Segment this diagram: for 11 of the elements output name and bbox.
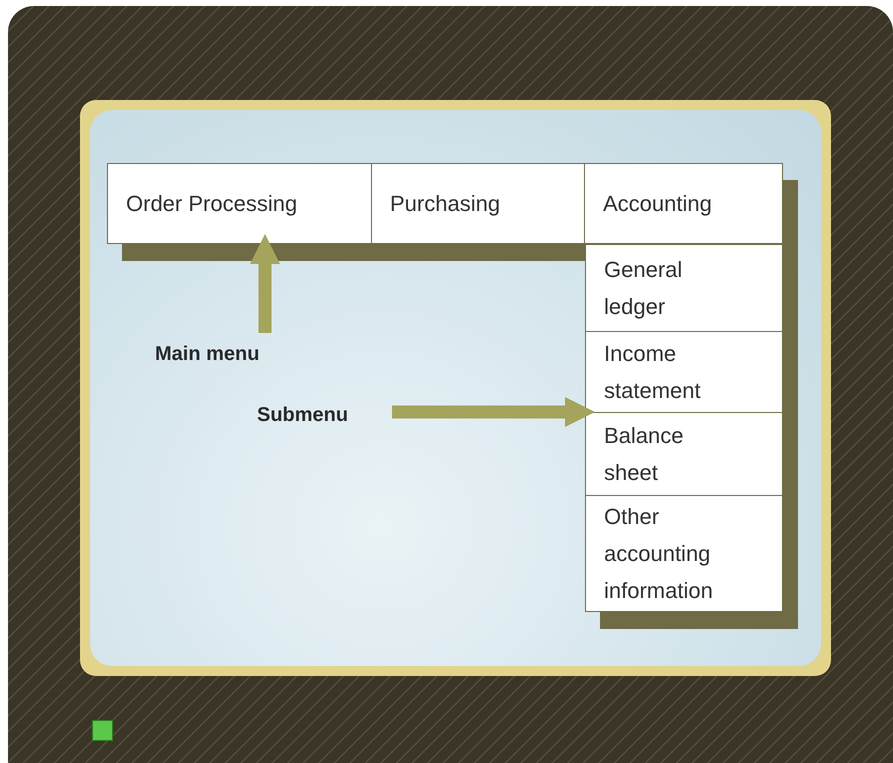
menu-item: Accounting xyxy=(584,163,783,244)
callout-label: Main menu xyxy=(155,343,285,369)
menu-item: Income statement xyxy=(585,331,783,413)
arrow xyxy=(392,397,595,427)
callout-label: Submenu xyxy=(257,404,372,430)
menu-item: Purchasing xyxy=(371,163,585,244)
menu-item: Balance sheet xyxy=(585,412,783,496)
menu-item: Other accounting information xyxy=(585,495,783,612)
menu-item: Order Processing xyxy=(107,163,372,244)
menu-item: General ledger xyxy=(585,244,783,332)
arrow xyxy=(250,234,280,333)
